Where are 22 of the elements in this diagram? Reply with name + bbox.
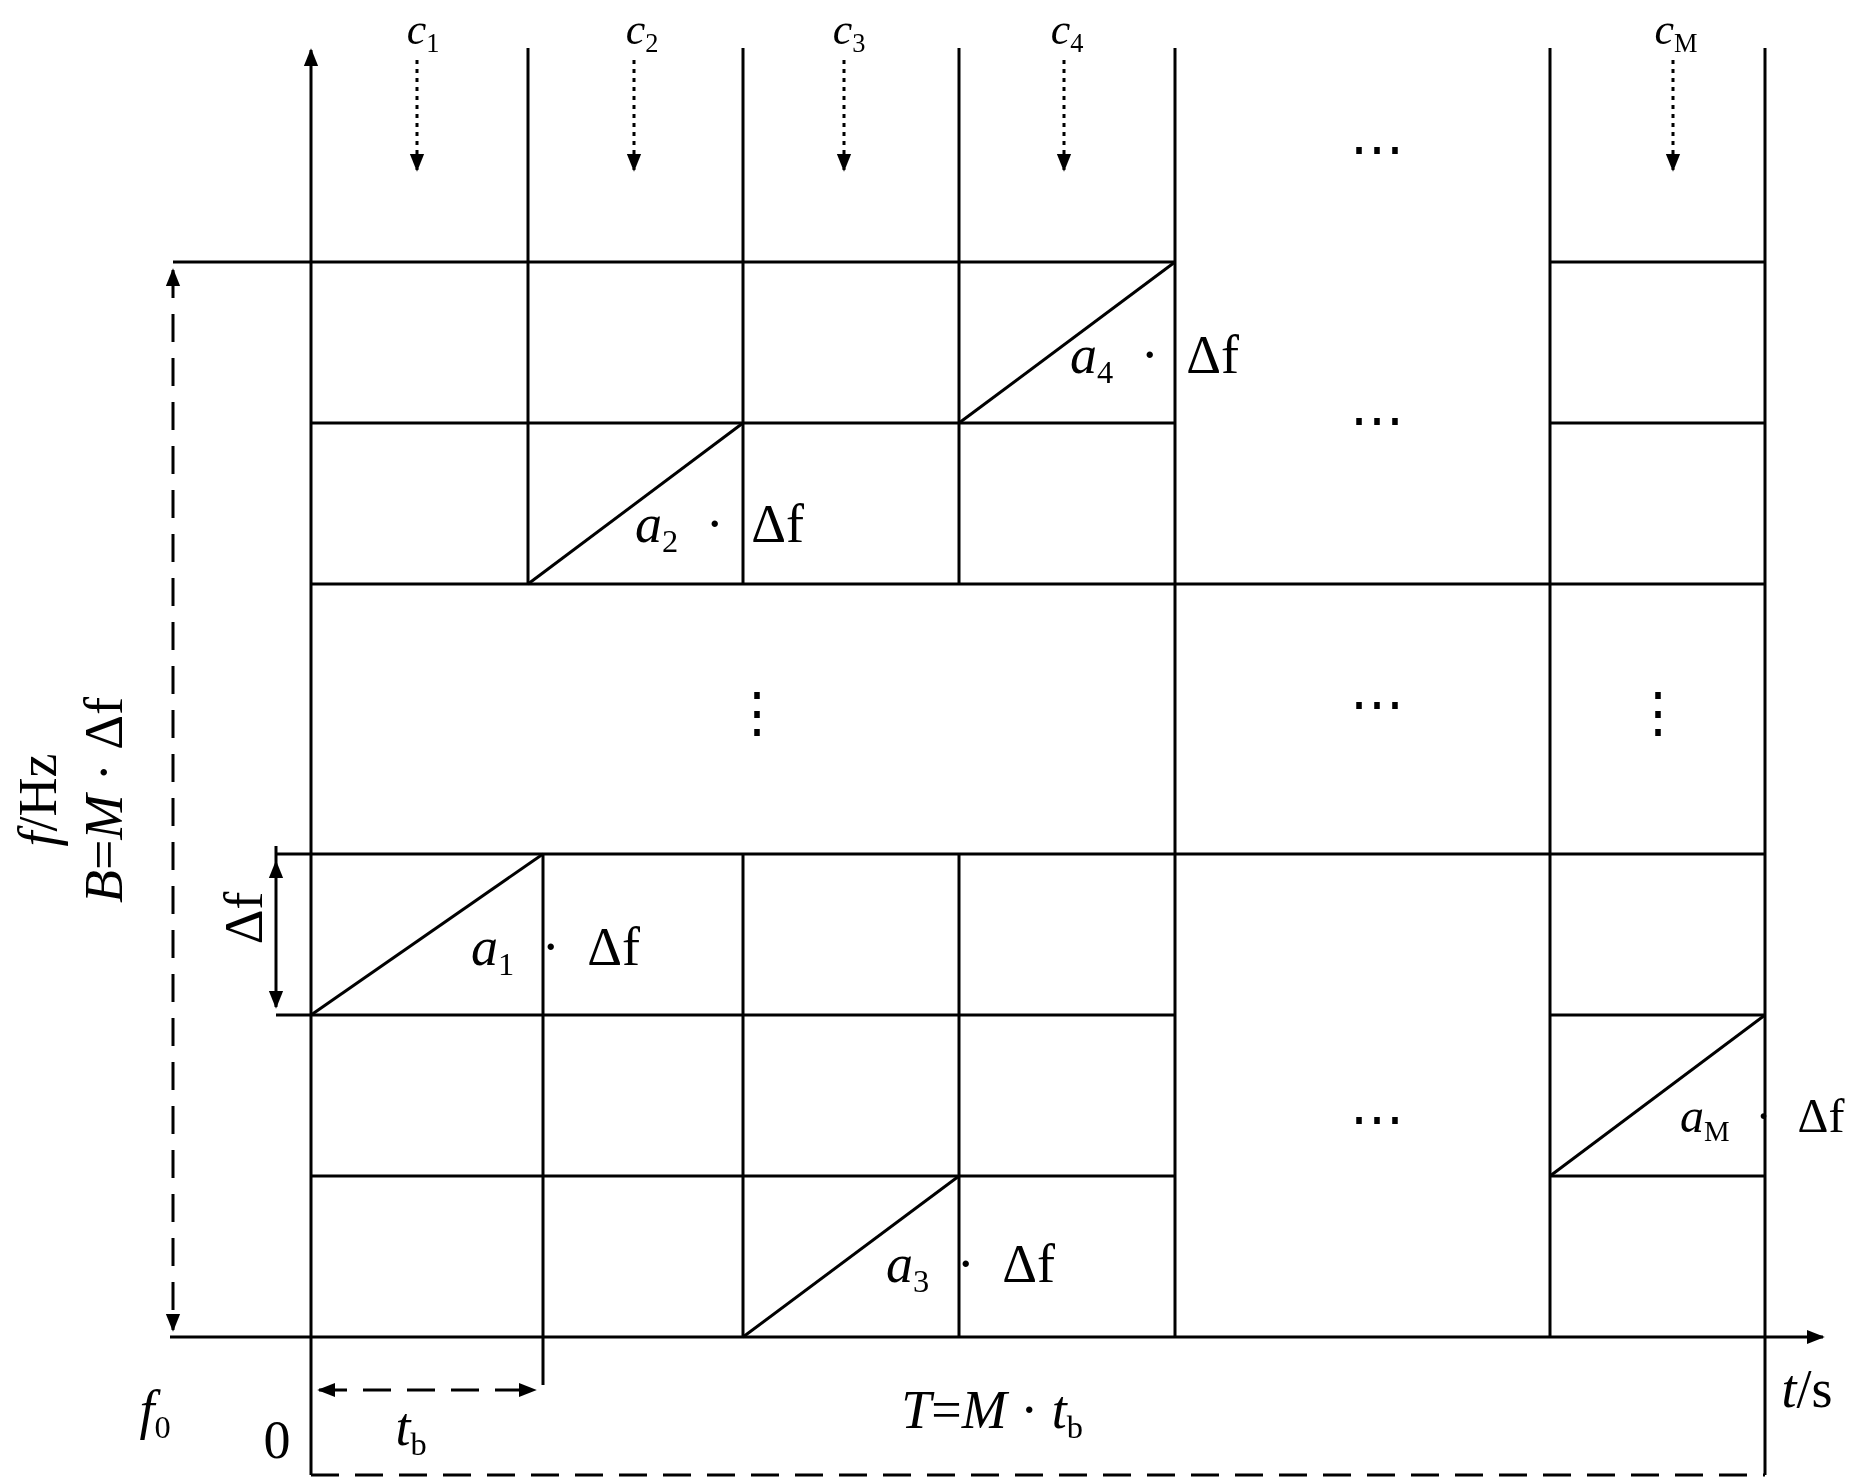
axis-label: c$_{3}$ [832,7,866,57]
axis-label: a$_{4}$ · Δf [1070,327,1239,389]
axis-label: ⋯ [1350,1092,1404,1146]
axis-label: a$_{2}$ · Δf [635,496,804,558]
axis-label: ⋯ [1350,393,1404,447]
axis-label: f$_{0}$ [139,1382,171,1444]
axis-label: a$_{1}$ · Δf [471,919,640,981]
axis-label: t$_{b}$ [395,1399,427,1461]
axis-label: c$_{2}$ [625,7,659,57]
axis-label: B=M · Δf [77,696,131,904]
axis-label: ⋯ [1350,677,1404,731]
axis-label: ⋮ [730,686,784,740]
axis-label: T=M · t$_{b}$ [901,1382,1083,1444]
axis-label: c$_{1}$ [406,7,440,57]
axis-label: c$_{M}$ [1654,7,1698,57]
axis-label: Δf [217,891,271,945]
axis-label: 0 [263,1413,291,1467]
axis-label: t/s [1781,1362,1833,1416]
axis-label: ⋯ [1350,122,1404,176]
axis-label: c$_{4}$ [1050,7,1084,57]
axis-label: a$_{3}$ · Δf [886,1236,1055,1298]
axis-label: ⋮ [1631,686,1685,740]
